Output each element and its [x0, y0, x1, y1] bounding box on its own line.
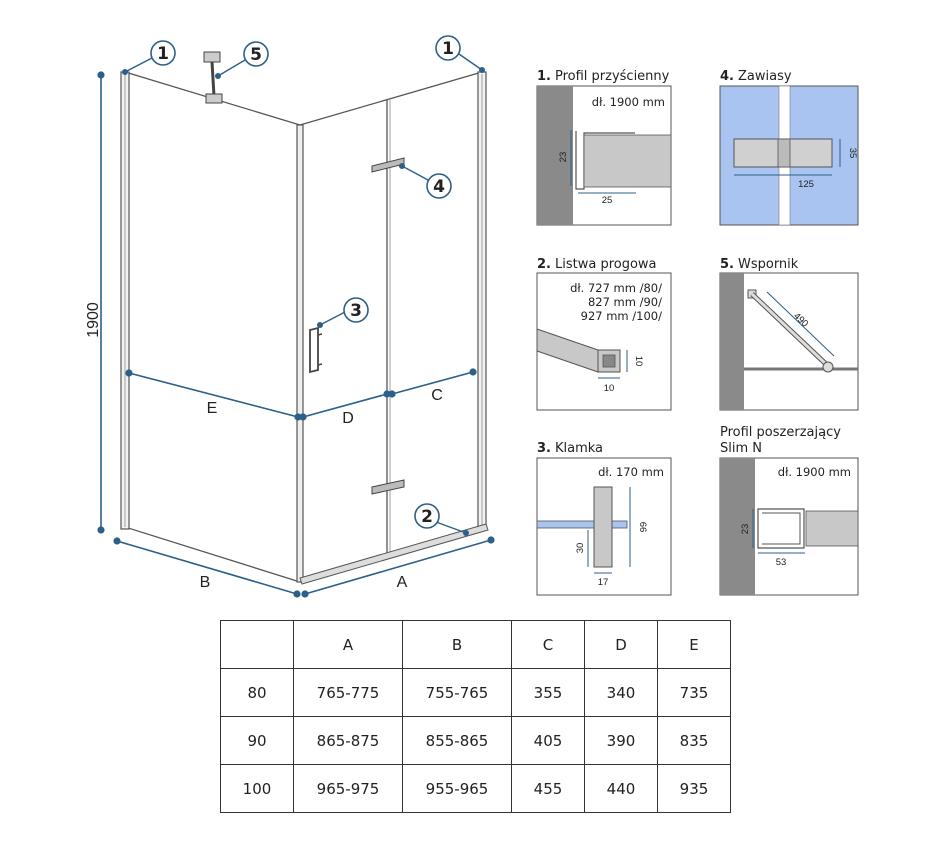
svg-text:125: 125 — [798, 179, 814, 190]
table-cell: 80 — [220, 668, 294, 717]
svg-text:30: 30 — [575, 543, 586, 554]
svg-text:23: 23 — [558, 152, 569, 163]
svg-text:927 mm /100/: 927 mm /100/ — [581, 309, 662, 323]
table-cell: 755-765 — [402, 668, 512, 717]
table-cell: 855-865 — [402, 716, 512, 765]
table-header-cell: E — [657, 620, 731, 669]
svg-text:4.Zawiasy: 4.Zawiasy — [720, 69, 792, 84]
table-cell: 765-775 — [293, 668, 403, 717]
table-header-cell: B — [402, 620, 512, 669]
table-cell: 340 — [584, 668, 658, 717]
dim-label-e: E — [207, 400, 218, 417]
corner-post — [296, 124, 304, 583]
panel-threshold: 2.Listwa progowa dł. 727 mm /80/ 827 mm … — [536, 257, 672, 411]
table-cell: 355 — [511, 668, 585, 717]
door-handle — [309, 326, 319, 374]
svg-text:827 mm /90/: 827 mm /90/ — [588, 295, 662, 309]
table-cell: 90 — [220, 716, 294, 765]
dim-label-d: D — [342, 410, 354, 427]
panel-wall-profile: 1.Profil przyścienny dł. 1900 mm 23 25 — [536, 69, 672, 226]
table-cell: 100 — [220, 764, 294, 813]
table-cell: 390 — [584, 716, 658, 765]
svg-text:dł. 1900 mm: dł. 1900 mm — [592, 95, 665, 109]
svg-text:1: 1 — [157, 44, 169, 64]
table-cell: 455 — [511, 764, 585, 813]
svg-text:53: 53 — [776, 557, 787, 568]
panel-handle: 3.Klamka dł. 170 mm 66 30 17 — [536, 441, 672, 596]
panel-hinges: 4.Zawiasy 125 35 — [719, 69, 859, 226]
table-cell: 955-965 — [402, 764, 512, 813]
shower-enclosure — [120, 51, 489, 585]
svg-text:10: 10 — [633, 356, 644, 367]
dim-label-a: A — [397, 574, 408, 591]
svg-text:dł. 727 mm /80/: dł. 727 mm /80/ — [570, 281, 662, 295]
svg-text:10: 10 — [604, 383, 615, 394]
svg-text:Profil poszerzający: Profil poszerzający — [720, 425, 841, 440]
svg-text:dł. 1900 mm: dł. 1900 mm — [778, 465, 851, 479]
table-header-cell: D — [584, 620, 658, 669]
svg-text:5: 5 — [250, 45, 262, 65]
panel-extension-profile: Profil poszerzający Slim N dł. 1900 mm 2… — [719, 425, 859, 596]
svg-text:3.Klamka: 3.Klamka — [537, 441, 603, 456]
callout-3: 3 — [317, 297, 369, 328]
height-label: 1900 — [85, 302, 102, 338]
table-header-cell — [220, 620, 294, 669]
table-cell: 835 — [657, 716, 731, 765]
panel-bracket: 5.Wspornik 490 — [719, 257, 859, 411]
support-bracket — [203, 51, 223, 104]
callout-1-right: 1 — [435, 35, 485, 73]
table-cell: 405 — [511, 716, 585, 765]
dim-label-b: B — [200, 574, 211, 591]
svg-text:5.Wspornik: 5.Wspornik — [720, 257, 799, 272]
svg-text:dł. 170 mm: dł. 170 mm — [598, 465, 664, 479]
dimension-lines — [97, 71, 495, 598]
table-row: 90 865-875 855-865 405 390 835 — [220, 716, 731, 765]
table-cell: 735 — [657, 668, 731, 717]
svg-text:25: 25 — [602, 195, 613, 206]
dim-label-c: C — [431, 387, 443, 404]
svg-text:Slim N: Slim N — [720, 441, 762, 456]
svg-text:2.Listwa progowa: 2.Listwa progowa — [537, 257, 657, 272]
svg-text:3: 3 — [350, 301, 362, 321]
svg-text:4: 4 — [433, 177, 445, 197]
callout-1-left: 1 — [122, 40, 176, 75]
table-row: 80 765-775 755-765 355 340 735 — [220, 668, 731, 717]
table-cell: 965-975 — [293, 764, 403, 813]
svg-text:66: 66 — [637, 522, 648, 533]
svg-text:35: 35 — [847, 148, 858, 159]
table-cell: 935 — [657, 764, 731, 813]
table-header-row: A B C D E — [220, 620, 731, 669]
dimensions-table: A B C D E 80 765-775 755-765 355 340 735… — [220, 620, 731, 813]
table-cell: 440 — [584, 764, 658, 813]
callout-5: 5 — [215, 41, 269, 79]
table-row: 100 965-975 955-965 455 440 935 — [220, 764, 731, 813]
table-cell: 865-875 — [293, 716, 403, 765]
svg-text:1.Profil przyścienny: 1.Profil przyścienny — [537, 69, 670, 84]
svg-text:23: 23 — [740, 524, 751, 535]
threshold-strip — [299, 523, 489, 585]
svg-text:1: 1 — [442, 39, 454, 59]
callout-4: 4 — [399, 163, 452, 199]
svg-text:2: 2 — [421, 507, 433, 527]
callout-2: 2 — [414, 503, 469, 536]
table-header-cell: C — [511, 620, 585, 669]
table-header-cell: A — [293, 620, 403, 669]
hinge-bottom — [371, 479, 405, 495]
svg-text:17: 17 — [598, 577, 609, 588]
